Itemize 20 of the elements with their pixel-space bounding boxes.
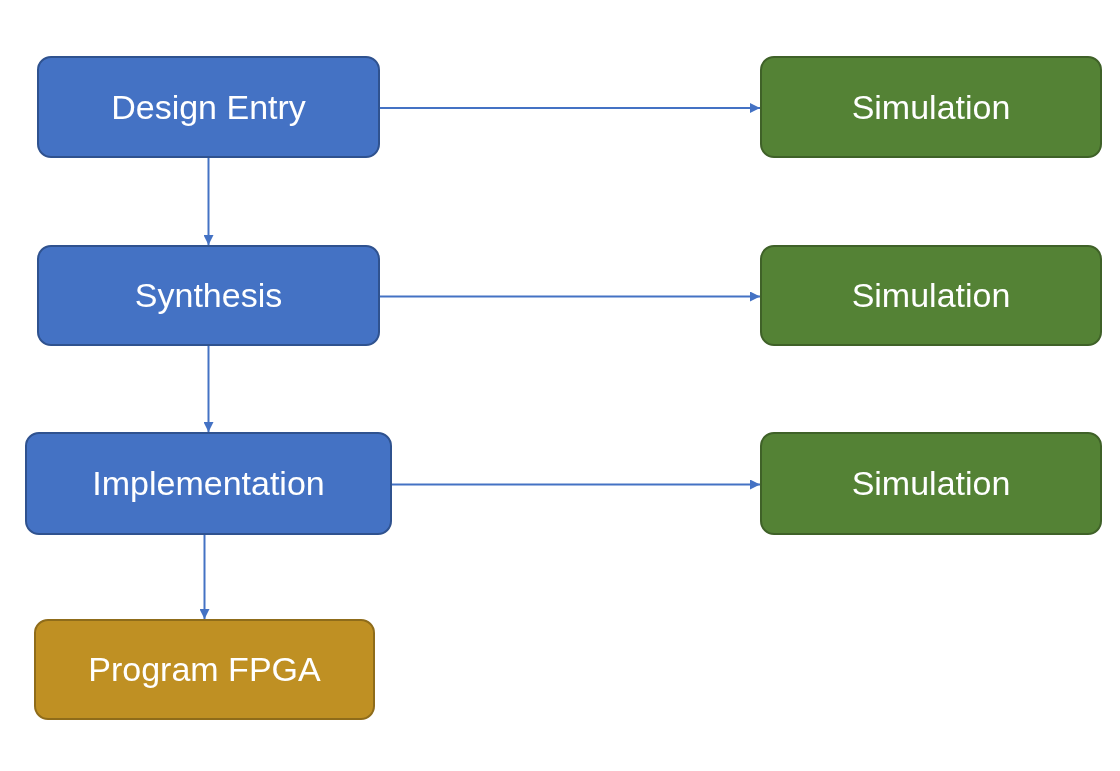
process-box xyxy=(34,619,375,720)
box-label: Design Entry xyxy=(111,87,306,127)
process-box xyxy=(760,432,1102,535)
arrow xyxy=(379,291,761,302)
process-box xyxy=(760,56,1102,158)
arrow xyxy=(203,345,214,433)
box-label: Program FPGA xyxy=(88,650,321,689)
process-box xyxy=(760,245,1102,346)
box-label: Simulation xyxy=(851,464,1011,503)
box-label: Implementation xyxy=(92,464,325,503)
box-label: Simulation xyxy=(851,276,1011,315)
process-box xyxy=(37,245,380,346)
arrow xyxy=(391,479,761,490)
box-label: Synthesis xyxy=(134,276,283,315)
process-box xyxy=(37,56,380,158)
box-label: Simulation xyxy=(851,87,1011,127)
arrow xyxy=(379,103,761,113)
arrow xyxy=(203,157,214,246)
arrow xyxy=(199,534,210,620)
process-box xyxy=(25,432,392,535)
